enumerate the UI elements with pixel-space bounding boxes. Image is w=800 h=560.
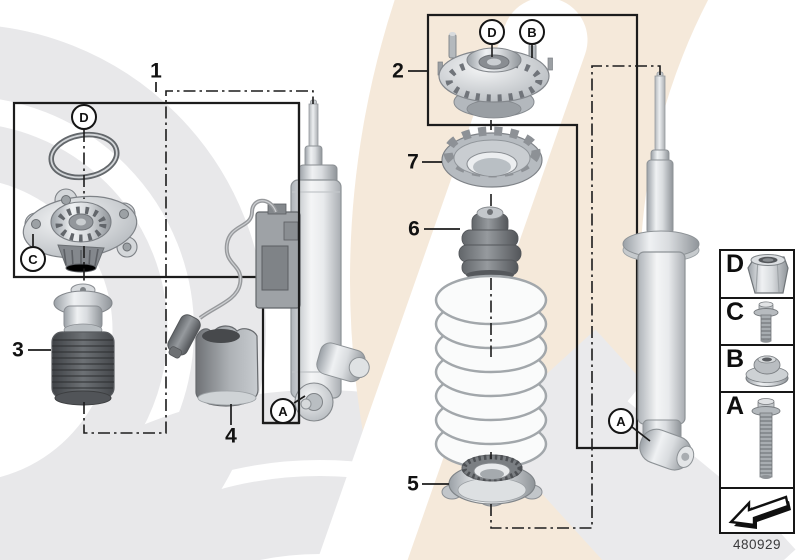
flange-nut-icon bbox=[745, 355, 789, 387]
kit2-box bbox=[426, 13, 639, 450]
background-swoosh bbox=[82, 476, 558, 560]
right-shock-absorber[interactable] bbox=[622, 71, 700, 476]
callout-6[interactable]: 6 bbox=[408, 217, 420, 241]
legend-letter-a: A bbox=[726, 392, 745, 420]
badge-c-left[interactable]: C bbox=[20, 246, 46, 272]
badge-a-right[interactable]: A bbox=[608, 408, 634, 434]
o-ring[interactable] bbox=[48, 130, 120, 182]
legend-row-footer[interactable] bbox=[721, 487, 793, 532]
fastener-legend-table: D C bbox=[719, 249, 795, 534]
background-swoosh bbox=[0, 390, 680, 560]
callout-7[interactable]: 7 bbox=[407, 150, 419, 174]
callout-2[interactable]: 2 bbox=[392, 59, 404, 83]
callout-1[interactable]: 1 bbox=[150, 59, 162, 83]
long-flange-bolt-icon bbox=[751, 398, 781, 479]
direction-arrow-icon bbox=[728, 495, 791, 529]
badge-b-top[interactable]: B bbox=[519, 19, 545, 45]
legend-letter-d: D bbox=[726, 250, 745, 278]
legend-row-b[interactable]: B bbox=[721, 344, 793, 391]
cable-connector bbox=[167, 314, 201, 359]
background-swoosh bbox=[0, 126, 168, 534]
support-bearing[interactable] bbox=[20, 188, 140, 273]
legend-row-c[interactable]: C bbox=[721, 297, 793, 344]
legend-row-a[interactable]: A bbox=[721, 391, 793, 487]
dust-boot[interactable] bbox=[51, 283, 115, 406]
badge-d-left[interactable]: D bbox=[71, 104, 97, 130]
callout-3[interactable]: 3 bbox=[12, 338, 24, 362]
callout-5[interactable]: 5 bbox=[407, 472, 419, 496]
document-number: 480929 bbox=[732, 537, 782, 552]
collar-nut-icon bbox=[747, 254, 789, 294]
background-swoosh bbox=[484, 329, 796, 560]
support-mount[interactable] bbox=[437, 32, 553, 119]
assembly-centerlines bbox=[83, 45, 661, 529]
short-flange-bolt-icon bbox=[753, 301, 779, 343]
callout-4[interactable]: 4 bbox=[225, 424, 237, 448]
edc-sensor-detail bbox=[261, 245, 289, 291]
badge-a-left[interactable]: A bbox=[270, 398, 296, 424]
leader-lines bbox=[28, 45, 651, 485]
left-shock-absorber[interactable] bbox=[163, 99, 373, 422]
badge-d-top[interactable]: D bbox=[479, 19, 505, 45]
legend-letter-b: B bbox=[726, 345, 745, 373]
protection-cap[interactable] bbox=[195, 325, 259, 407]
legend-letter-c: C bbox=[726, 298, 745, 326]
legend-row-d[interactable]: D bbox=[721, 250, 793, 297]
upper-spring-pad[interactable] bbox=[441, 126, 543, 188]
lower-spring-pad[interactable] bbox=[441, 454, 543, 507]
